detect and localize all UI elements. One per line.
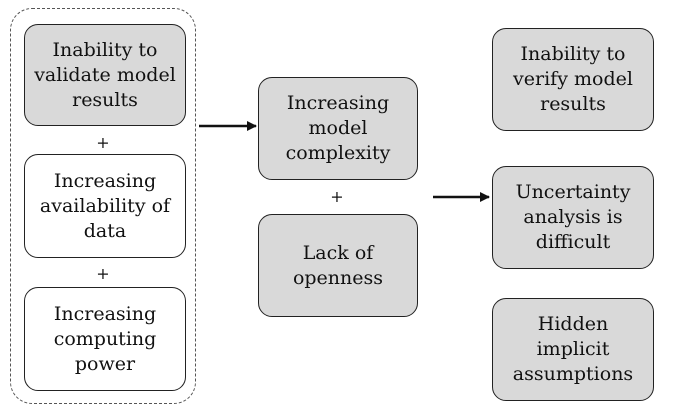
box-hidden-assumptions-label: Hidden implicit assumptions [512,313,634,385]
box-inability-to-validate: Inability to validate model results [24,24,186,126]
box-increasing-data-availability-label: Increasing availability of data [39,169,171,242]
plus-sign-1: + [96,133,110,152]
box-inability-to-verify-label: Inability to verify model results [513,43,633,115]
plus-sign-2: + [96,264,110,283]
box-uncertainty-analysis-label: Uncertainty analysis is difficult [515,181,631,253]
box-inability-to-verify: Inability to verify model results [492,28,654,131]
box-increasing-data-availability: Increasing availability of data [24,154,186,258]
box-inability-to-validate-label: Inability to validate model results [34,38,176,111]
plus-sign-3: + [330,187,344,206]
box-hidden-assumptions: Hidden implicit assumptions [492,298,654,401]
left-factors-group [10,8,196,404]
box-increasing-computing-power-label: Increasing computing power [53,302,157,375]
box-increasing-computing-power: Increasing computing power [24,287,186,391]
box-increasing-model-complexity: Increasing model complexity [258,77,418,180]
box-lack-of-openness: Lack of openness [258,214,418,317]
box-increasing-model-complexity-label: Increasing model complexity [285,92,391,164]
box-lack-of-openness-label: Lack of openness [292,241,384,289]
box-uncertainty-analysis: Uncertainty analysis is difficult [492,166,654,269]
